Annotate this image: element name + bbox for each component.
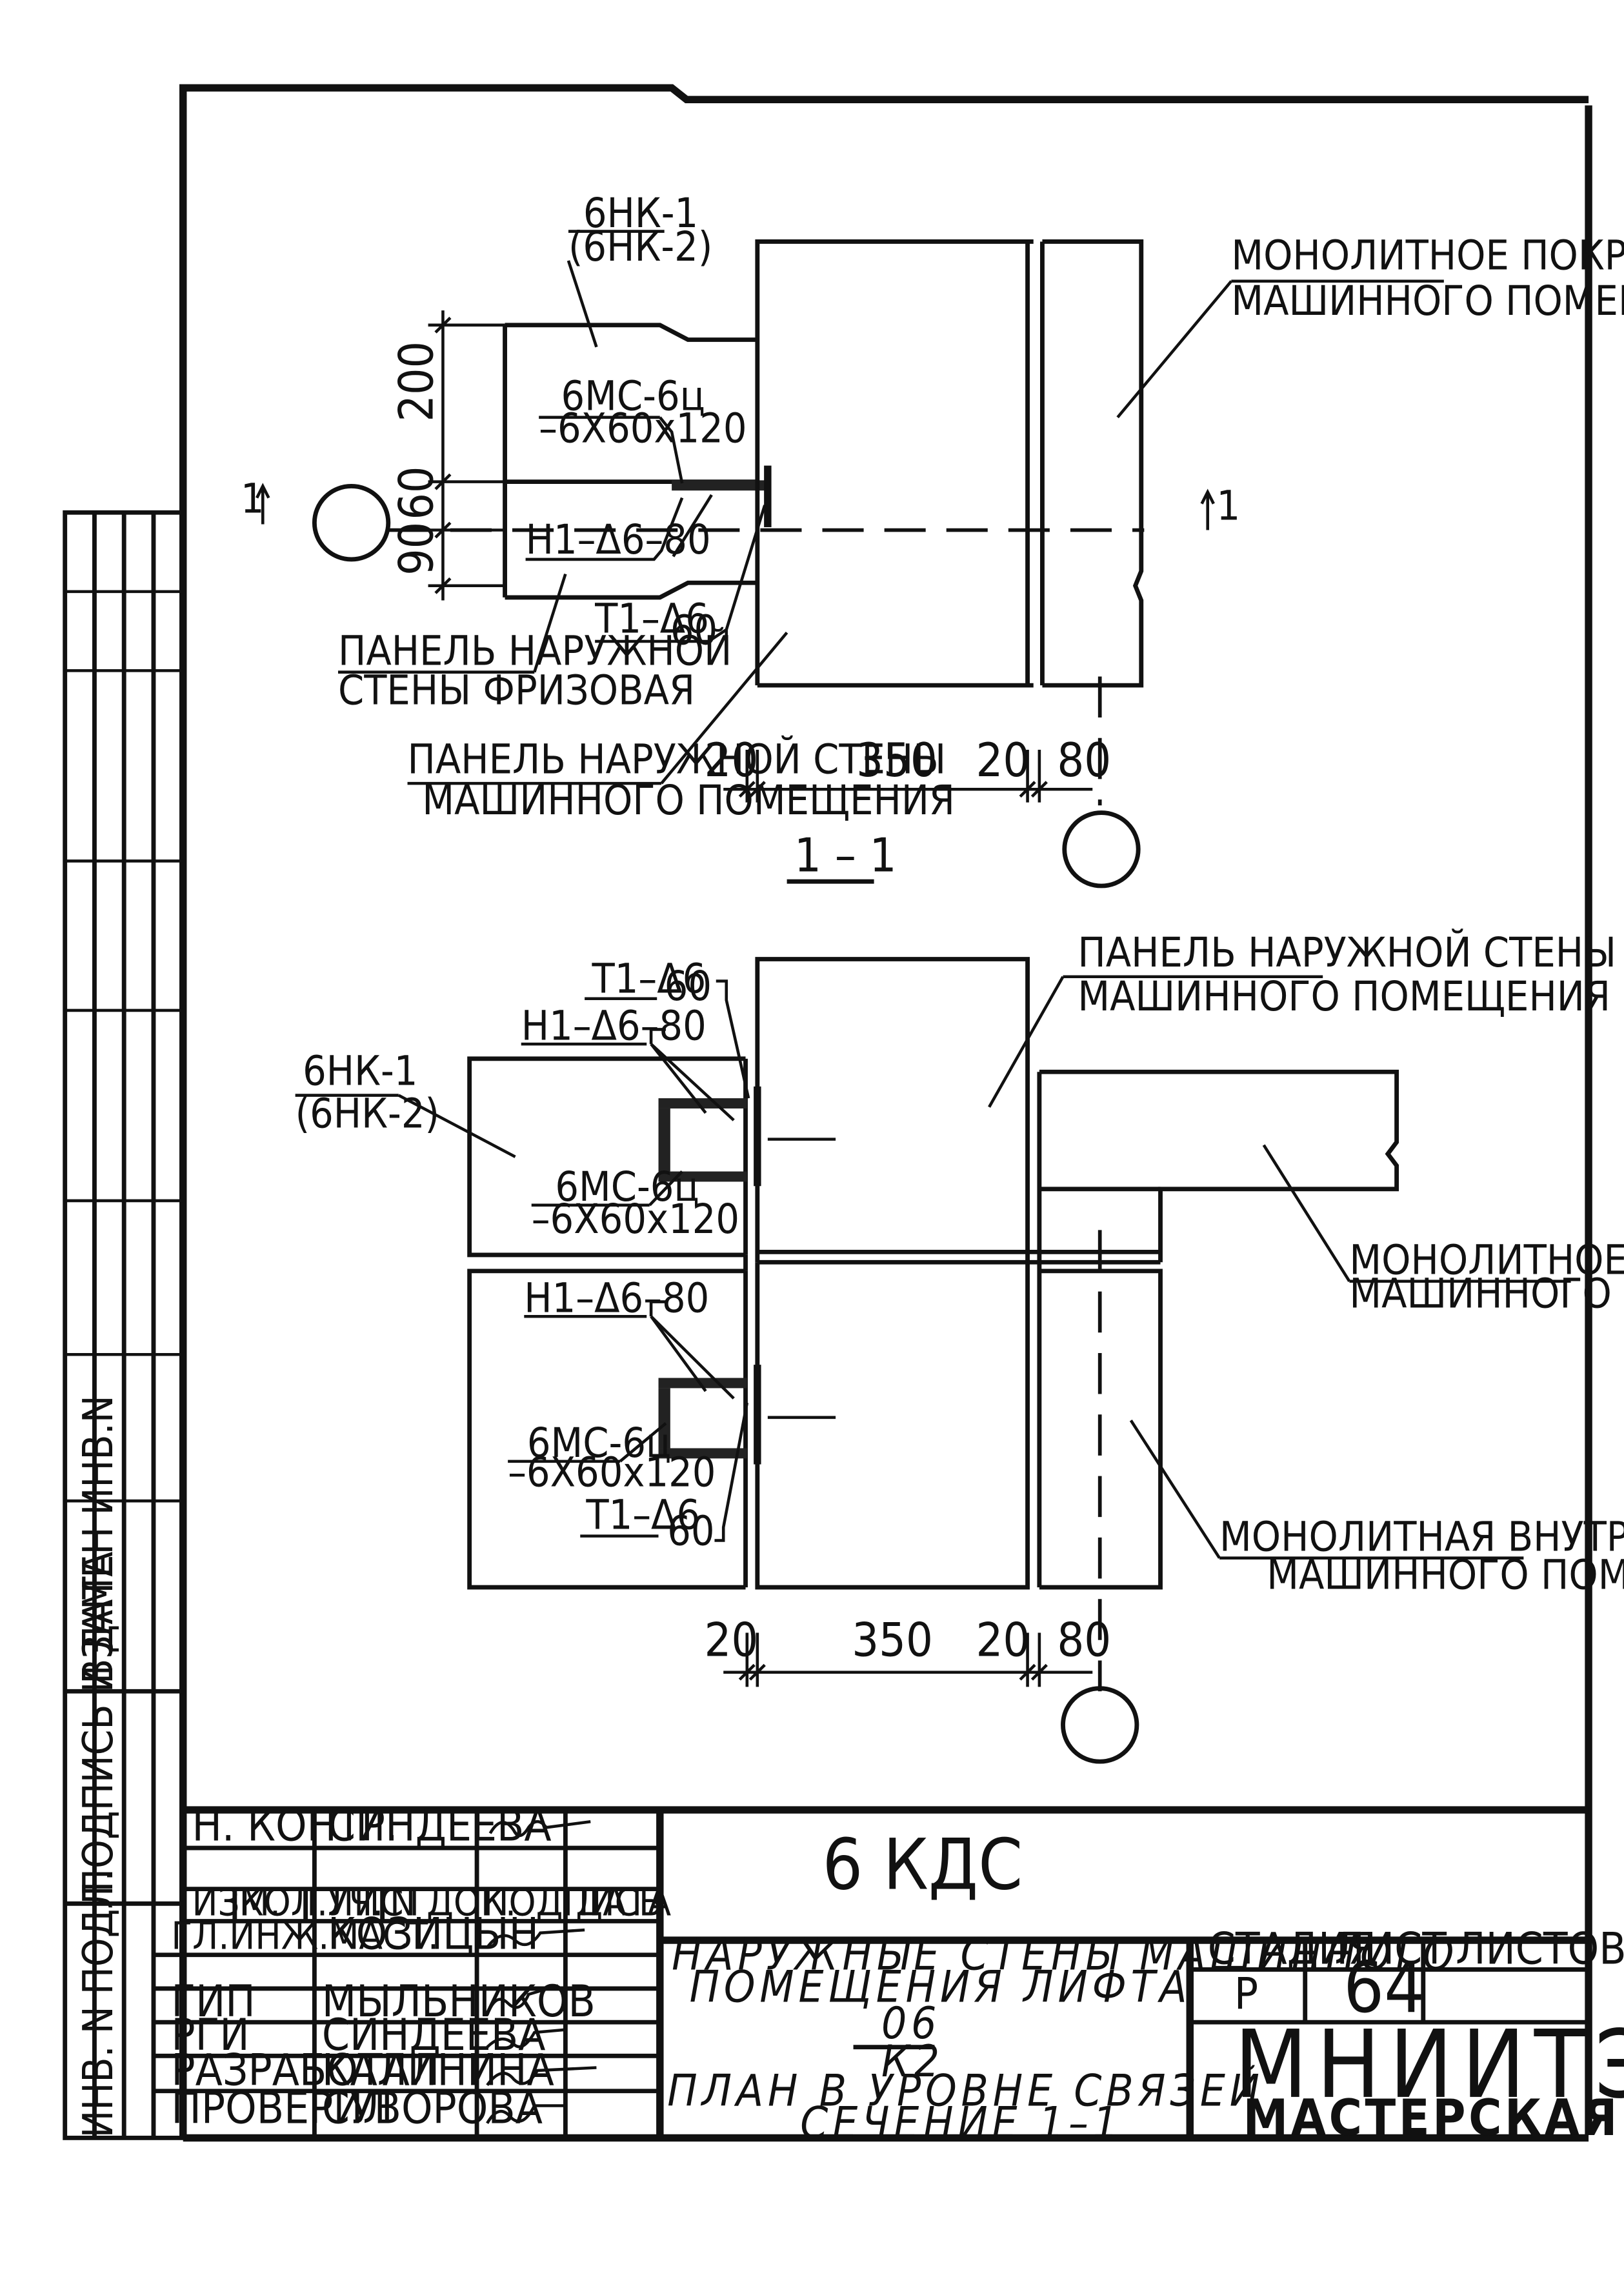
inner-wall-label-1: МОНОЛИТНАЯ ВНУТРЕННЯЯ СТЕНА: [1219, 1514, 1624, 1561]
tb-desc-line1: НАРУЖНЫЕ СТЕНЫ МАШИННОГО: [672, 1930, 1458, 1981]
lower-dim-20a: 20: [704, 1613, 758, 1668]
tb-col-kol: КОЛ.УЧ.: [239, 1880, 384, 1925]
section-title: 1 – 1: [794, 828, 897, 883]
stamp-inv: ИНВ. N ПОДЛ.: [75, 1869, 123, 2138]
tb-glinzh-role: ГЛ.ИНЖ.МАСТ.: [171, 1914, 439, 1958]
upper-dim-350: 350: [856, 733, 937, 788]
tb-stadia-label: СТАДИЯ: [1208, 1924, 1376, 1975]
axis-bubble: [1061, 1686, 1139, 1764]
lower-plate-size-top: –6Х60х120: [532, 1196, 739, 1243]
lower-detail: ПАНЕЛЬ НАРУЖНОЙ СТЕНЫ МАШИННОГО ПОМЕЩЕНИ…: [296, 928, 1624, 1764]
tb-rgi-role: РГИ: [171, 2010, 249, 2061]
upper-detail: 1 1 200 60 90: [241, 190, 1624, 888]
tb-listov-label: ЛИСТОВ: [1456, 1924, 1624, 1975]
upper-cover-label-1: МОНОЛИТНОЕ ПОКРЫТИЕ: [1231, 232, 1624, 280]
dim-v-90: 90: [389, 522, 444, 576]
tb-desc-line4: СЕЧЕНИЕ 1–1: [800, 2098, 1123, 2149]
lower-plate-mark-bottom: 6МС-6ц: [527, 1419, 671, 1467]
upper-cover-label-2: МАШИННОГО ПОМЕЩЕНИЯ: [1231, 277, 1624, 325]
tb-stadia-value: Р: [1234, 1969, 1258, 2020]
tb-desc-line2: ПОМЕЩЕНИЯ ЛИФТА: [690, 1962, 1192, 2013]
upper-plate-size: –6Х60х120: [539, 405, 747, 453]
upper-wall-label-2: МАШИННОГО ПОМЕЩЕНИЯ: [422, 777, 955, 825]
tb-col-data: ДАТА: [576, 1880, 671, 1925]
lower-t1-top-len: 60: [665, 963, 712, 1010]
tb-nkontr-name: СИНДЕЕВА: [328, 1801, 552, 1852]
axis-bubble: [1062, 810, 1141, 888]
tb-prov-role: ПРОВЕРИЛ: [171, 2083, 393, 2134]
tb-desc-line3: ПЛАН В УРОВНЕ СВЯЗЕЙ: [667, 2065, 1264, 2117]
stamp-podpis: ПОДПИСЬ И ДАТА: [75, 1552, 123, 1896]
tb-org-name: МНИИТЭП: [1234, 2011, 1624, 2119]
tb-col-list: ЛИСТ: [328, 1880, 425, 1925]
lower-wall-label-2: МАШИННОГО ПОМЕЩЕНИЯ: [1078, 973, 1610, 1021]
lower-cover-label-1: МОНОЛИТНОЕ ПОКРЫТИЕ: [1349, 1237, 1624, 1285]
stamp-vzamen: ВЗАМЕН ИНВ.N: [75, 1395, 123, 1683]
upper-dim-20a: 20: [704, 733, 758, 788]
upper-wall-label-1: ПАНЕЛЬ НАРУЖНОЙ СТЕНЫ: [408, 735, 947, 784]
lower-n1-top: Н1–Δ6–80: [521, 1003, 707, 1050]
tb-list-label: ЛИСТ: [1335, 1924, 1447, 1975]
lower-panel-mark-alt: (6НК-2): [296, 1090, 439, 1138]
lower-plate-mark-top: 6МС-6ц: [555, 1163, 699, 1211]
inner-wall-label-2: МАШИННОГО ПОМЕЩЕНИЯ: [1267, 1552, 1624, 1600]
tb-col-podpis: ПОДПИСЬ: [483, 1880, 663, 1925]
upper-rod-t1-len: 60: [670, 607, 717, 655]
tb-drawing-num-bottom: К2: [881, 2036, 944, 2087]
frieze-label-2: СТЕНЫ ФРИЗОВАЯ: [338, 667, 695, 715]
section-marker-right: 1: [1216, 483, 1240, 530]
signatures: [485, 1820, 597, 2124]
tb-prov-name: СУВОРОВА: [322, 2083, 543, 2134]
tb-razr-role: РАЗРАБОТАЛ: [171, 2045, 439, 2096]
tb-rgi-name: СИНДЕЕВА: [322, 2010, 546, 2061]
lower-dim-350: 350: [852, 1613, 933, 1668]
axis-bubble: [312, 484, 391, 562]
tb-org-sub: МАСТЕРСКАЯ N 3: [1243, 2089, 1624, 2147]
lower-dim-80: 80: [1057, 1613, 1111, 1668]
upper-dim-20b: 20: [976, 733, 1030, 788]
upper-rod-t1: Т1–Δ6: [594, 596, 709, 643]
dim-v-200: 200: [389, 341, 444, 422]
lower-wall-label-1: ПАНЕЛЬ НАРУЖНОЙ СТЕНЫ: [1078, 928, 1616, 977]
tb-gip-name: МЫЛЬНИКОВ: [322, 1976, 596, 2027]
tb-col-ndok: N ДОК.: [390, 1880, 516, 1925]
tb-razr-name: КАЛИНИНА: [322, 2045, 554, 2096]
upper-panel-mark-alt: (6НК-2): [568, 223, 712, 271]
section-marker-left: 1: [241, 476, 265, 523]
tb-nkontr-role: Н. КОНТР.: [192, 1801, 397, 1852]
left-margin-stamp: ВЗАМЕН ИНВ.N ПОДПИСЬ И ДАТА ИНВ. N ПОДЛ.: [63, 510, 186, 2140]
upper-panel-mark: 6НК-1: [583, 190, 698, 237]
lower-dim-20b: 20: [976, 1613, 1030, 1668]
lower-cover-label-2: МАШИННОГО ПОМЕЩЕНИЯ: [1349, 1270, 1624, 1318]
tb-drawing-num-top: 06: [881, 1998, 941, 2049]
lower-t1-bottom-len: 60: [667, 1508, 714, 1556]
lower-plate-size-bottom: –6Х60х120: [508, 1449, 716, 1497]
tb-doc-code: 6 КДС: [823, 1823, 1023, 1905]
lower-n1-bottom: Н1–Δ6–80: [524, 1275, 709, 1323]
upper-plate-mark: 6МС-6ц: [561, 373, 705, 421]
lower-panel-mark: 6НК-1: [303, 1048, 417, 1096]
upper-rod-n1: Н1–Δ6–80: [526, 516, 711, 564]
tb-list-value: 64: [1343, 1947, 1425, 2029]
upper-dim-80: 80: [1057, 733, 1111, 788]
lower-t1-top: Т1–Δ6: [592, 956, 707, 1003]
tb-col-izm: ИЗМ.: [192, 1880, 280, 1925]
lower-t1-bottom: Т1–Δ6: [585, 1492, 700, 1540]
dim-v-60: 60: [389, 466, 444, 520]
title-block: Н. КОНТР. СИНДЕЕВА ИЗМ. КОЛ.УЧ. ЛИСТ N Д…: [153, 1801, 1624, 2149]
tb-gip-role: ГИП: [171, 1976, 255, 2027]
